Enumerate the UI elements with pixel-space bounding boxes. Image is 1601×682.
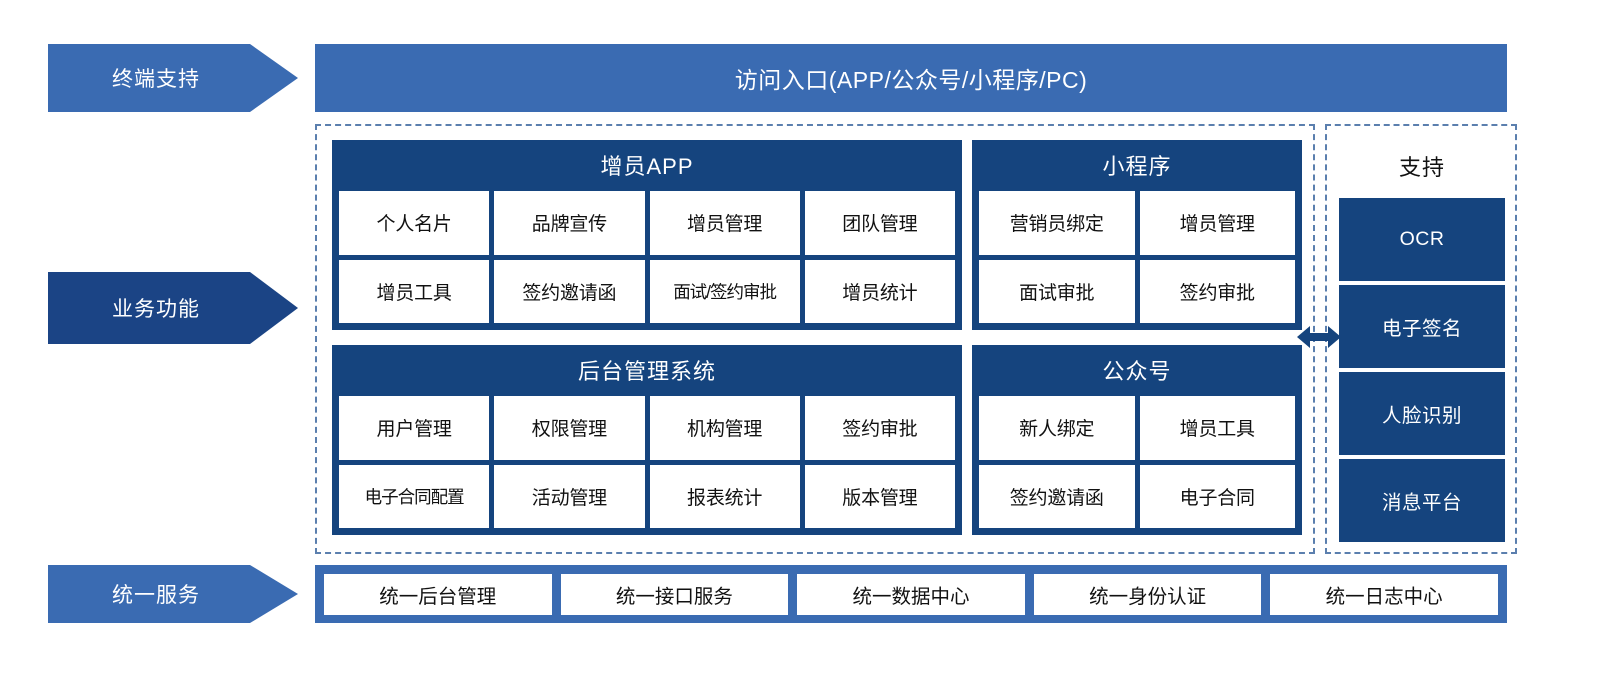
module-cell[interactable]: 用户管理 [339, 396, 490, 460]
module-grid-zengyuan-app: 个人名片 品牌宣传 增员管理 团队管理 增员工具 签约邀请函 面试/签约审批 增… [332, 191, 962, 330]
module-grid-mini-program: 营销员绑定 增员管理 面试审批 签约审批 [972, 191, 1302, 330]
module-cell[interactable]: 面试/签约审批 [649, 259, 800, 323]
module-zengyuan-app: 增员APP 个人名片 品牌宣传 增员管理 团队管理 增员工具 签约邀请函 面试/… [332, 140, 962, 330]
module-cell[interactable]: 报表统计 [649, 464, 800, 528]
module-cell[interactable]: 签约审批 [1139, 259, 1295, 323]
module-cell[interactable]: 版本管理 [804, 464, 955, 528]
module-title-backend-admin: 后台管理系统 [577, 359, 716, 384]
chevron-label-business-function: 业务功能 [48, 272, 298, 344]
module-cell[interactable]: 签约邀请函 [494, 259, 645, 323]
module-title-zengyuan-app: 增员APP [600, 154, 694, 179]
chevron-label-unified-service: 统一服务 [48, 565, 298, 623]
module-title-official-account: 公众号 [1102, 359, 1172, 384]
double-arrow-icon-svg [1297, 326, 1341, 348]
unified-services-bar: 统一后台管理 统一接口服务 统一数据中心 统一身份认证 统一日志中心 [315, 565, 1507, 623]
module-cell[interactable]: 个人名片 [339, 191, 490, 255]
support-item-message-platform[interactable]: 消息平台 [1339, 459, 1505, 542]
support-item-ocr[interactable]: OCR [1339, 198, 1505, 281]
unified-service-cell[interactable]: 统一数据中心 [797, 573, 1025, 615]
chevron-label-terminal-support: 终端支持 [48, 44, 298, 112]
module-official-account: 公众号 新人绑定 增员工具 签约邀请函 电子合同 [972, 345, 1302, 535]
unified-service-cell[interactable]: 统一身份认证 [1033, 573, 1262, 615]
chevron-label-unified-service-text: 统一服务 [112, 584, 200, 607]
module-cell[interactable]: 增员管理 [649, 191, 800, 255]
module-cell[interactable]: 增员工具 [339, 259, 490, 323]
access-entry-bar: 访问入口(APP/公众号/小程序/PC) [315, 44, 1507, 112]
support-item-e-signature[interactable]: 电子签名 [1339, 285, 1505, 368]
support-item-face-recognition[interactable]: 人脸识别 [1339, 372, 1505, 455]
module-cell[interactable]: 签约审批 [804, 396, 955, 460]
module-cell[interactable]: 权限管理 [494, 396, 645, 460]
support-column: 支持 OCR 电子签名 人脸识别 消息平台 [1339, 138, 1505, 542]
module-cell[interactable]: 机构管理 [649, 396, 800, 460]
module-cell[interactable]: 面试审批 [979, 259, 1135, 323]
unified-service-cell[interactable]: 统一日志中心 [1270, 573, 1498, 615]
module-cell[interactable]: 营销员绑定 [979, 191, 1135, 255]
module-grid-official-account: 新人绑定 增员工具 签约邀请函 电子合同 [972, 396, 1302, 535]
module-mini-program: 小程序 营销员绑定 增员管理 面试审批 签约审批 [972, 140, 1302, 330]
support-column-title: 支持 [1339, 138, 1505, 194]
module-grid-backend-admin: 用户管理 权限管理 机构管理 签约审批 电子合同配置 活动管理 报表统计 版本管… [332, 396, 962, 535]
module-cell[interactable]: 品牌宣传 [494, 191, 645, 255]
module-cell[interactable]: 电子合同 [1139, 464, 1295, 528]
module-cell[interactable]: 增员统计 [804, 259, 955, 323]
module-cell[interactable]: 新人绑定 [979, 396, 1135, 460]
access-entry-bar-label: 访问入口(APP/公众号/小程序/PC) [734, 67, 1088, 93]
chevron-label-business-function-text: 业务功能 [112, 298, 200, 321]
module-title-mini-program: 小程序 [1102, 154, 1172, 179]
chevron-label-terminal-support-text: 终端支持 [112, 68, 200, 91]
module-cell[interactable]: 电子合同配置 [339, 464, 490, 528]
module-cell[interactable]: 活动管理 [494, 464, 645, 528]
unified-service-cell[interactable]: 统一后台管理 [324, 573, 552, 615]
module-cell[interactable]: 增员管理 [1139, 191, 1295, 255]
module-cell[interactable]: 签约邀请函 [979, 464, 1135, 528]
module-cell[interactable]: 团队管理 [804, 191, 955, 255]
double-arrow-icon [1297, 324, 1341, 350]
module-cell[interactable]: 增员工具 [1139, 396, 1295, 460]
module-backend-admin: 后台管理系统 用户管理 权限管理 机构管理 签约审批 电子合同配置 活动管理 报… [332, 345, 962, 535]
unified-service-cell[interactable]: 统一接口服务 [560, 573, 789, 615]
